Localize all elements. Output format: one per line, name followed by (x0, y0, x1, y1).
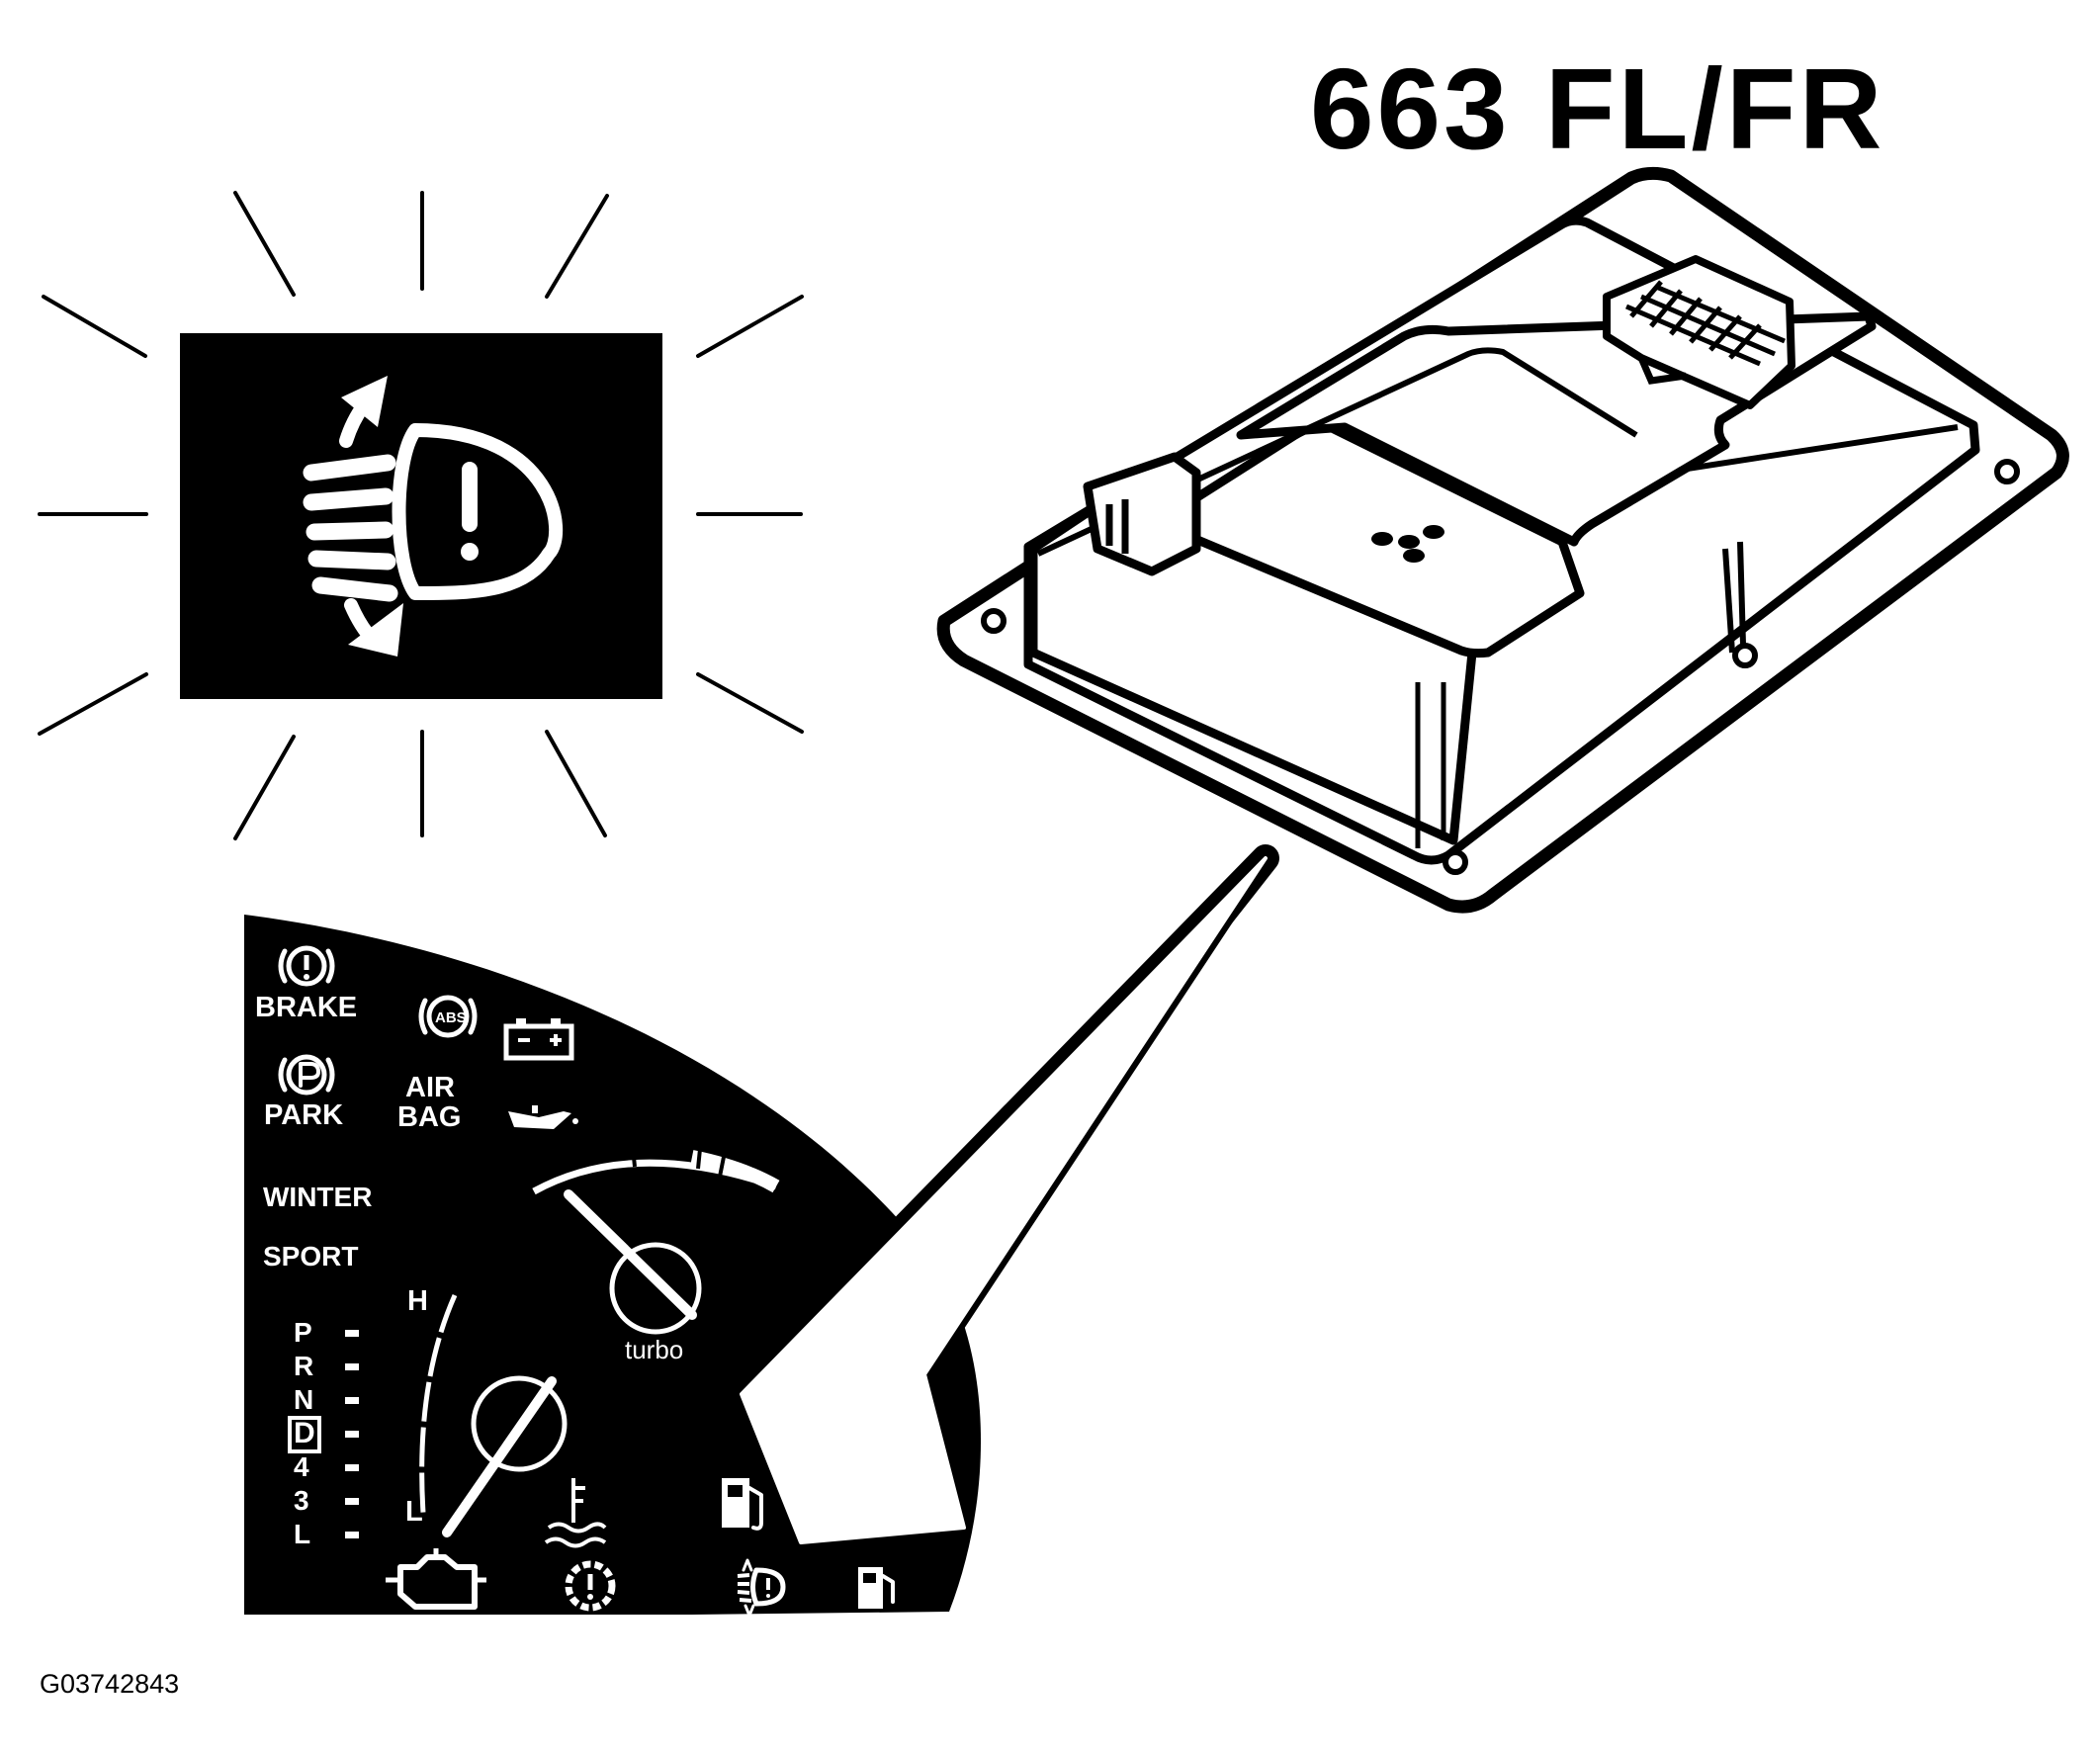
transmission-warning-icon (565, 1560, 616, 1612)
gear-label-l: L (294, 1519, 310, 1549)
headlamp-leveling-warning-icon (180, 333, 662, 699)
figure-id: G03742843 (40, 1669, 179, 1699)
brake-label: BRAKE (255, 992, 357, 1023)
gear-label-p: P (294, 1317, 312, 1348)
turbo-label: turbo (625, 1335, 683, 1364)
temp-high-label: H (407, 1285, 428, 1317)
turbo-needle (564, 1189, 697, 1320)
turbo-gauge: turbo (532, 1146, 780, 1364)
fuel-icon (722, 1478, 763, 1531)
oil-pressure-icon (508, 1105, 578, 1129)
headlamp-leveling-small-icon (737, 1558, 786, 1618)
park-label: PARK (264, 1099, 343, 1131)
gear-tick-r (345, 1363, 359, 1370)
airbag-label-bag: BAG (397, 1101, 461, 1133)
temp-low-label: L (405, 1496, 423, 1528)
sport-label: SPORT (263, 1241, 358, 1272)
gear-tick-l (345, 1532, 359, 1538)
warning-glow-rays (38, 191, 804, 840)
brake-warning-icon (278, 945, 335, 987)
check-engine-icon (386, 1548, 486, 1610)
module-connector (1603, 255, 1795, 409)
headlamp-leveling-control-module (936, 166, 2069, 914)
callout-pointer (728, 844, 1279, 1550)
gear-tick-p (345, 1330, 359, 1337)
gear-tick-n (345, 1397, 359, 1404)
coolant-temp-gauge: H L (405, 1285, 568, 1537)
module-top-marks (1371, 525, 1444, 563)
gear-tick-3 (345, 1498, 359, 1505)
gear-label-r: R (294, 1351, 313, 1381)
coolant-temp-icon (544, 1478, 607, 1548)
gear-label-4: 4 (294, 1451, 309, 1482)
abs-warning-icon: ABS (418, 995, 478, 1038)
gear-label-d: D (294, 1417, 315, 1449)
abs-badge-text: ABS (435, 1009, 467, 1026)
module-title: 663 FL/FR (1310, 44, 1884, 173)
gear-d-frame (288, 1416, 321, 1453)
battery-icon (503, 1018, 574, 1061)
winter-label: WINTER (263, 1182, 372, 1212)
airbag-label-air: AIR (405, 1072, 455, 1103)
low-fuel-small-icon (858, 1567, 895, 1609)
gear-tick-d (345, 1431, 359, 1438)
gear-label-n: N (294, 1384, 313, 1415)
park-brake-icon (278, 1054, 335, 1096)
mounting-holes (981, 459, 2020, 875)
temp-needle (442, 1376, 557, 1537)
gear-tick-4 (345, 1464, 359, 1471)
gear-label-3: 3 (294, 1485, 309, 1516)
